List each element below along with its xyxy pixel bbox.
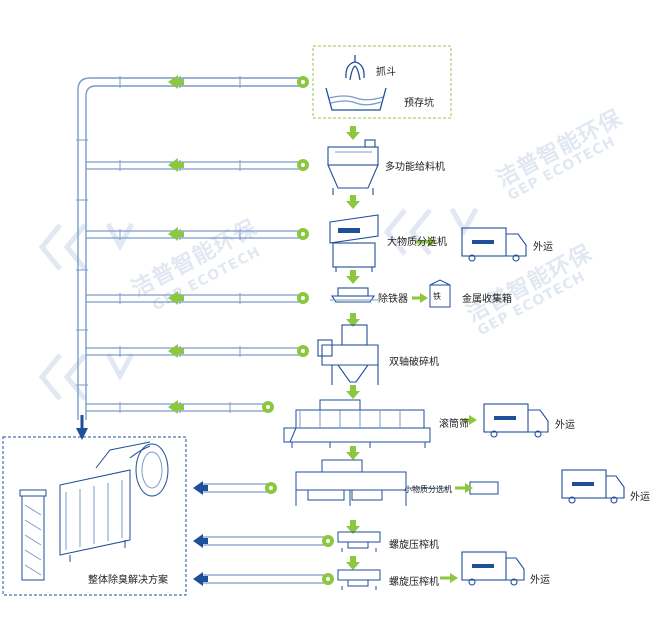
label-screw-press-2: 螺旋压榨机 bbox=[389, 577, 439, 588]
iron-remover-machine bbox=[330, 287, 378, 303]
deodorization-box bbox=[2, 436, 187, 596]
screw-press-2-machine bbox=[337, 569, 381, 590]
process-down-arrows bbox=[346, 126, 360, 570]
metal-box-icon bbox=[429, 279, 451, 308]
main-duct bbox=[77, 77, 300, 420]
truck-3-icon bbox=[561, 469, 625, 504]
shredder-machine bbox=[317, 324, 379, 385]
label-small-sorter: 小物质分选机 bbox=[404, 485, 452, 494]
duct-joints bbox=[76, 76, 241, 413]
label-export-3: 外运 bbox=[630, 492, 650, 503]
drum-screen-machine bbox=[283, 399, 431, 448]
truck-1-icon bbox=[461, 227, 527, 262]
bulky-sorter-machine bbox=[329, 214, 379, 272]
deodorization-equipment bbox=[19, 441, 169, 581]
watermark-logo-3 bbox=[38, 352, 135, 401]
press2-output-arrowhead bbox=[450, 573, 458, 583]
iron-output-arrowhead bbox=[420, 293, 428, 303]
label-drum-screen: 滚筒筛 bbox=[439, 419, 469, 430]
label-export-1: 外运 bbox=[533, 242, 553, 253]
label-iron-remover: 除铁器 bbox=[378, 294, 408, 305]
label-export-2: 外运 bbox=[555, 420, 575, 431]
grab-icon bbox=[345, 55, 365, 81]
feeder-machine bbox=[327, 139, 379, 195]
label-export-4: 外运 bbox=[530, 575, 550, 586]
label-shredder: 双轴破碎机 bbox=[389, 357, 439, 368]
pit-icon bbox=[325, 87, 387, 111]
blue-flow-arrows bbox=[193, 481, 208, 586]
bulky-output-arrowhead bbox=[428, 237, 436, 247]
small-output-arrowhead bbox=[465, 483, 473, 493]
label-bulky-sorter: 大物质分选机 bbox=[387, 237, 447, 248]
label-deodorization: 整体除臭解决方案 bbox=[88, 575, 168, 586]
drum-output-arrowhead bbox=[469, 415, 477, 425]
label-metal-box: 金属收集箱 bbox=[462, 294, 512, 305]
truck-2-icon bbox=[483, 403, 549, 438]
green-intake-icons bbox=[262, 76, 334, 585]
screw-press-1-machine bbox=[337, 531, 381, 552]
label-grab: 抓斗 bbox=[376, 67, 396, 78]
label-pit: 预存坑 bbox=[404, 98, 434, 109]
metal-box-badge: 铁 bbox=[433, 292, 441, 301]
label-feeder: 多功能给料机 bbox=[385, 162, 445, 173]
label-screw-press-1: 螺旋压榨机 bbox=[389, 540, 439, 551]
small-sorter-machine bbox=[295, 459, 499, 506]
truck-4-icon bbox=[461, 551, 525, 586]
green-flow-arrows bbox=[168, 75, 184, 414]
watermark-logo-2 bbox=[383, 207, 479, 256]
main-duct-arrowhead bbox=[76, 428, 88, 440]
